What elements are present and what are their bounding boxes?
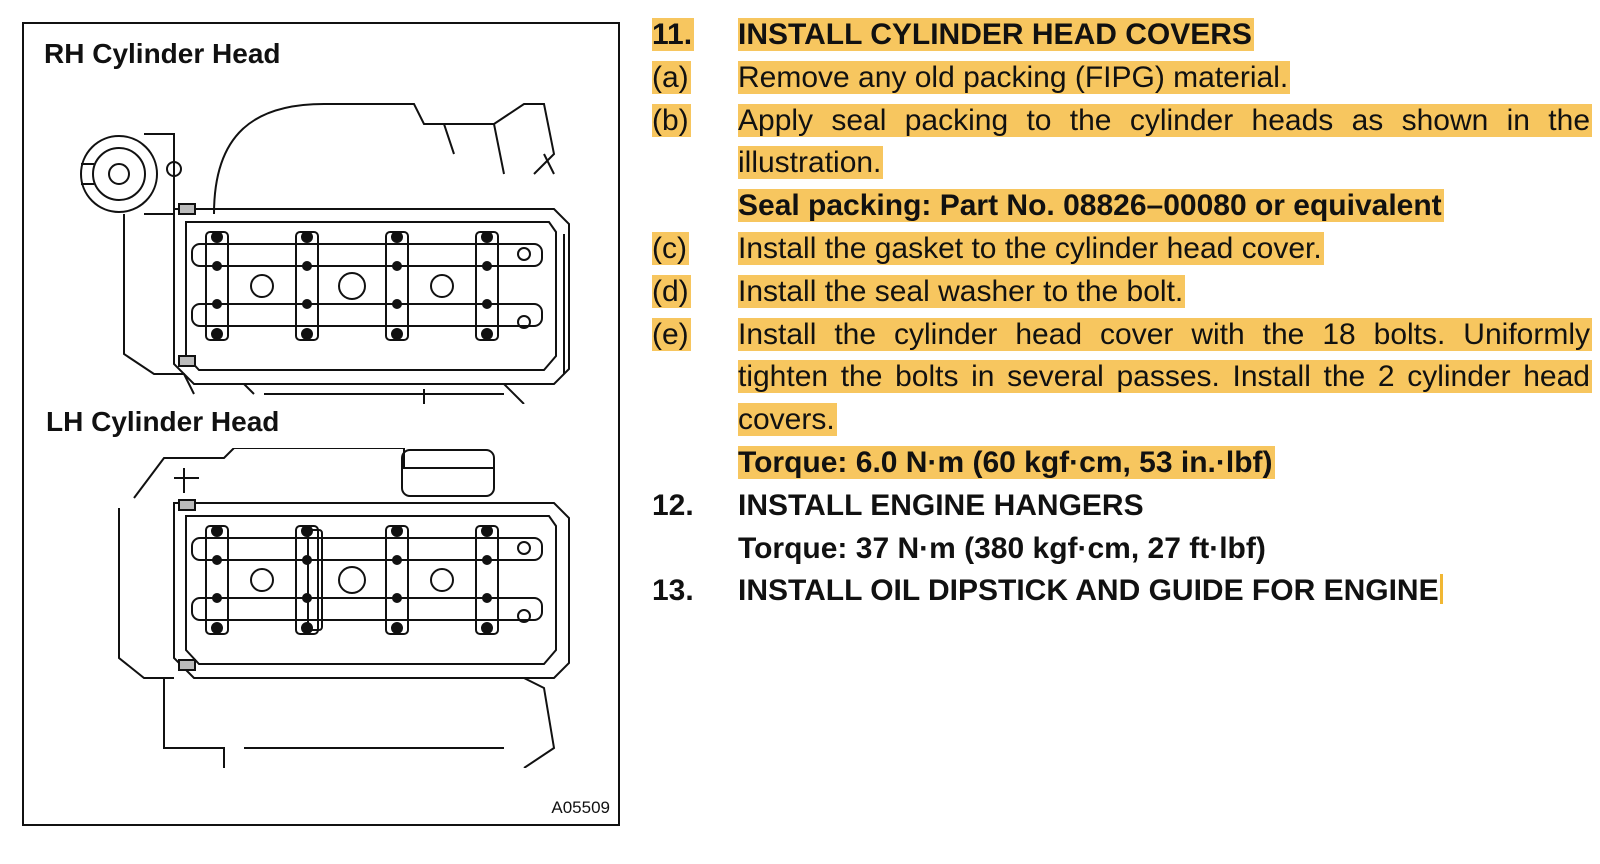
step-13: 13. INSTALL OIL DIPSTICK AND GUIDE FOR E… [652,570,1592,613]
substep-text: Remove any old packing (FIPG) material. [738,60,1291,94]
substep-label: (a) [652,60,691,94]
step-number: 13. [652,574,694,608]
step-11: 11. INSTALL CYLINDER HEAD COVERS [652,14,1592,57]
spec-text: Seal packing: Part No. 08826–00080 or eq… [738,189,1444,223]
step-title: INSTALL CYLINDER HEAD COVERS [738,18,1254,51]
step-title: INSTALL OIL DIPSTICK AND GUIDE FOR ENGIN… [738,574,1439,608]
step-11c: (c) Install the gasket to the cylinder h… [652,228,1592,271]
torque-spec-2: Torque: 37 N·m (380 kgf·cm, 27 ft·lbf) [652,528,1592,571]
substep-text: Install the cylinder head cover with the… [738,317,1592,437]
step-11e: (e) Install the cylinder head cover with… [652,314,1592,442]
spec-text: Torque: 37 N·m (380 kgf·cm, 27 ft·lbf) [738,531,1266,565]
substep-text: Install the seal washer to the bolt. [738,274,1186,308]
step-number: 11. [652,18,695,51]
substep-label: (d) [652,274,691,308]
step-number: 12. [652,488,694,522]
rh-cylinder-head-drawing [24,94,620,404]
figure-code: A05509 [551,798,610,817]
step-12: 12. INSTALL ENGINE HANGERS [652,485,1592,528]
step-11d: (d) Install the seal washer to the bolt. [652,271,1592,314]
step-title: INSTALL ENGINE HANGERS [738,488,1144,522]
seal-packing-spec: Seal packing: Part No. 08826–00080 or eq… [652,185,1592,228]
procedure-steps: 11. INSTALL CYLINDER HEAD COVERS (a) Rem… [652,14,1592,613]
substep-label: (e) [652,317,691,351]
substep-text: Apply seal packing to the cylinder heads… [738,103,1592,180]
substep-label: (b) [652,103,691,137]
torque-spec-1: Torque: 6.0 N·m (60 kgf·cm, 53 in.·lbf) [652,442,1592,485]
step-11a: (a) Remove any old packing (FIPG) materi… [652,57,1592,100]
illustration-panel: RH Cylinder Head [22,22,620,826]
step-11b: (b) Apply seal packing to the cylinder h… [652,100,1592,186]
substep-label: (c) [652,231,689,265]
spec-text: Torque: 6.0 N·m (60 kgf·cm, 53 in.·lbf) [738,445,1275,479]
lh-cylinder-head-drawing [24,448,620,768]
lh-cylinder-head-label: LH Cylinder Head [46,406,280,437]
text-cursor [1439,574,1443,605]
rh-cylinder-head-label: RH Cylinder Head [44,38,281,69]
substep-text: Install the gasket to the cylinder head … [738,231,1324,265]
